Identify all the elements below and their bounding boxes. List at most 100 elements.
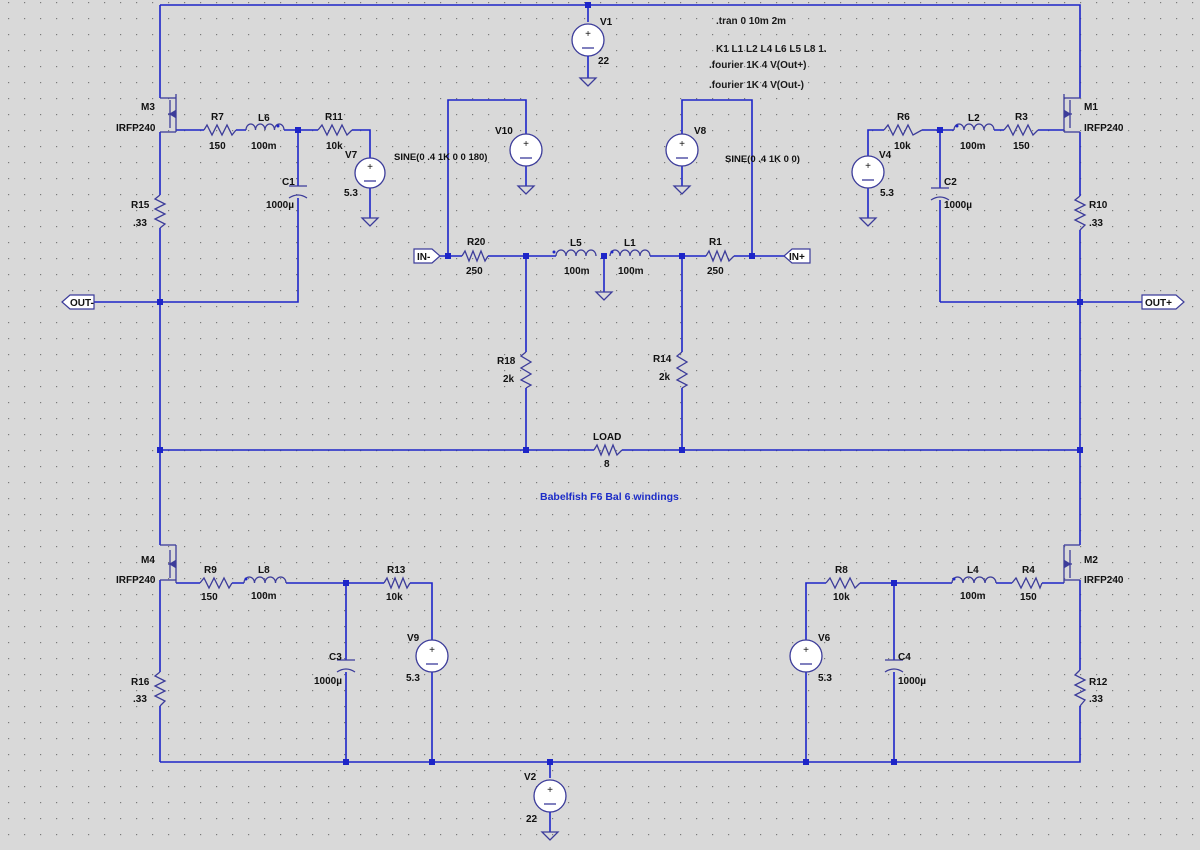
v4-name: V4 — [879, 150, 892, 161]
resistor-r16-symbol[interactable] — [153, 671, 167, 707]
source-v6-symbol[interactable]: + — [789, 639, 823, 673]
r6-value: 10k — [894, 141, 911, 152]
resistor-r7-symbol[interactable] — [203, 123, 237, 137]
inductor-l5-symbol[interactable] — [555, 249, 597, 257]
resistor-r4-symbol[interactable] — [1011, 576, 1043, 590]
capacitor-c1-symbol[interactable] — [288, 185, 308, 199]
r9-value: 150 — [201, 592, 218, 603]
c2-name: C2 — [944, 177, 957, 188]
resistor-r13-symbol[interactable] — [383, 576, 411, 590]
directive-coupling: K1 L1 L2 L4 L6 L5 L8 1. — [716, 44, 827, 55]
c4-value: 1000µ — [898, 676, 926, 687]
r3-value: 150 — [1013, 141, 1030, 152]
load-value: 8 — [604, 459, 610, 470]
r10-name: R10 — [1089, 200, 1108, 211]
r3-name: R3 — [1015, 112, 1028, 123]
r6-name: R6 — [897, 112, 910, 123]
resistor-load-symbol[interactable] — [593, 443, 623, 457]
v1-value: 22 — [598, 56, 610, 67]
v9-name: V9 — [407, 633, 420, 644]
resistor-r9-symbol[interactable] — [199, 576, 233, 590]
source-v1-symbol[interactable]: + — [571, 23, 605, 87]
inductor-l4-symbol[interactable] — [951, 576, 997, 584]
capacitor-c2-symbol[interactable] — [930, 187, 950, 201]
source-v7-symbol[interactable]: + — [354, 157, 386, 227]
source-v10-symbol[interactable]: + — [509, 133, 543, 195]
mosfet-m4-symbol[interactable] — [160, 544, 177, 583]
inductor-l2-symbol[interactable] — [953, 123, 995, 131]
resistor-r14-symbol[interactable] — [675, 351, 689, 389]
c4-name: C4 — [898, 652, 911, 663]
directive-fourier-out-plus: .fourier 1K 4 V(Out+) — [709, 60, 807, 71]
r14-value: 2k — [659, 372, 671, 383]
resistor-r10-symbol[interactable] — [1073, 195, 1087, 231]
resistor-r8-symbol[interactable] — [825, 576, 861, 590]
port-in-plus-label: IN+ — [789, 252, 805, 263]
l4-name: L4 — [967, 565, 979, 576]
port-in-minus[interactable]: IN- — [413, 248, 441, 264]
v7-name: V7 — [345, 150, 358, 161]
r10-value: .33 — [1089, 218, 1103, 229]
m1-name: M1 — [1084, 102, 1098, 113]
l5-name: L5 — [570, 238, 582, 249]
l6-value: 100m — [251, 141, 277, 152]
r12-name: R12 — [1089, 677, 1108, 688]
mosfet-m3-symbol[interactable] — [160, 94, 177, 133]
v8-name: V8 — [694, 126, 707, 137]
port-out-minus[interactable]: OUT- — [61, 294, 95, 310]
r16-name: R16 — [131, 677, 150, 688]
capacitor-c3-symbol[interactable] — [336, 659, 356, 673]
r9-name: R9 — [204, 565, 217, 576]
directive-tran: .tran 0 10m 2m — [716, 16, 786, 27]
port-out-minus-label: OUT- — [70, 298, 94, 309]
v8-value: SINE(0 .4 1K 0 0) — [725, 154, 800, 165]
load-name: LOAD — [593, 432, 621, 443]
mosfet-m1-symbol[interactable] — [1063, 94, 1080, 133]
port-in-plus[interactable]: IN+ — [783, 248, 811, 264]
m3-name: M3 — [141, 102, 155, 113]
inductor-l8-symbol[interactable] — [243, 576, 287, 584]
v6-value: 5.3 — [818, 673, 832, 684]
l8-name: L8 — [258, 565, 270, 576]
c2-value: 1000µ — [944, 200, 972, 211]
v10-value: SINE(0 .4 1K 0 0 180) — [394, 152, 487, 163]
svg-text:+: + — [523, 139, 529, 150]
r20-value: 250 — [466, 266, 483, 277]
v2-name: V2 — [524, 772, 537, 783]
resistor-r6-symbol[interactable] — [883, 123, 923, 137]
r7-value: 150 — [209, 141, 226, 152]
resistor-r3-symbol[interactable] — [1003, 123, 1039, 137]
l2-name: L2 — [968, 113, 980, 124]
l1-value: 100m — [618, 266, 644, 277]
source-v8-symbol[interactable]: + — [665, 133, 699, 195]
l8-value: 100m — [251, 591, 277, 602]
mosfet-m2-symbol[interactable] — [1063, 544, 1080, 583]
svg-text:+: + — [429, 645, 435, 656]
r18-name: R18 — [497, 356, 516, 367]
r11-name: R11 — [325, 112, 343, 123]
svg-text:+: + — [367, 162, 373, 173]
inductor-l6-symbol[interactable] — [245, 123, 285, 131]
c1-value: 1000µ — [266, 200, 294, 211]
svg-text:+: + — [585, 29, 591, 40]
resistor-r12-symbol[interactable] — [1073, 669, 1087, 707]
source-v4-symbol[interactable]: + — [851, 155, 885, 227]
r13-value: 10k — [386, 592, 403, 603]
r15-value: .33 — [133, 218, 147, 229]
source-v2-symbol[interactable]: + — [533, 779, 567, 841]
port-in-minus-label: IN- — [417, 252, 430, 263]
resistor-r11-symbol[interactable] — [317, 123, 353, 137]
resistor-r1-symbol[interactable] — [705, 249, 735, 263]
r7-name: R7 — [211, 112, 224, 123]
source-v9-symbol[interactable]: + — [415, 639, 449, 673]
capacitor-c4-symbol[interactable] — [884, 659, 904, 673]
resistor-r15-symbol[interactable] — [153, 194, 167, 229]
resistor-r18-symbol[interactable] — [519, 351, 533, 389]
inductor-phase-dots — [244, 124, 959, 581]
inductor-l1-symbol[interactable] — [609, 249, 651, 257]
r8-value: 10k — [833, 592, 850, 603]
resistor-r20-symbol[interactable] — [461, 249, 489, 263]
port-out-plus[interactable]: OUT+ — [1141, 294, 1185, 310]
r1-value: 250 — [707, 266, 724, 277]
